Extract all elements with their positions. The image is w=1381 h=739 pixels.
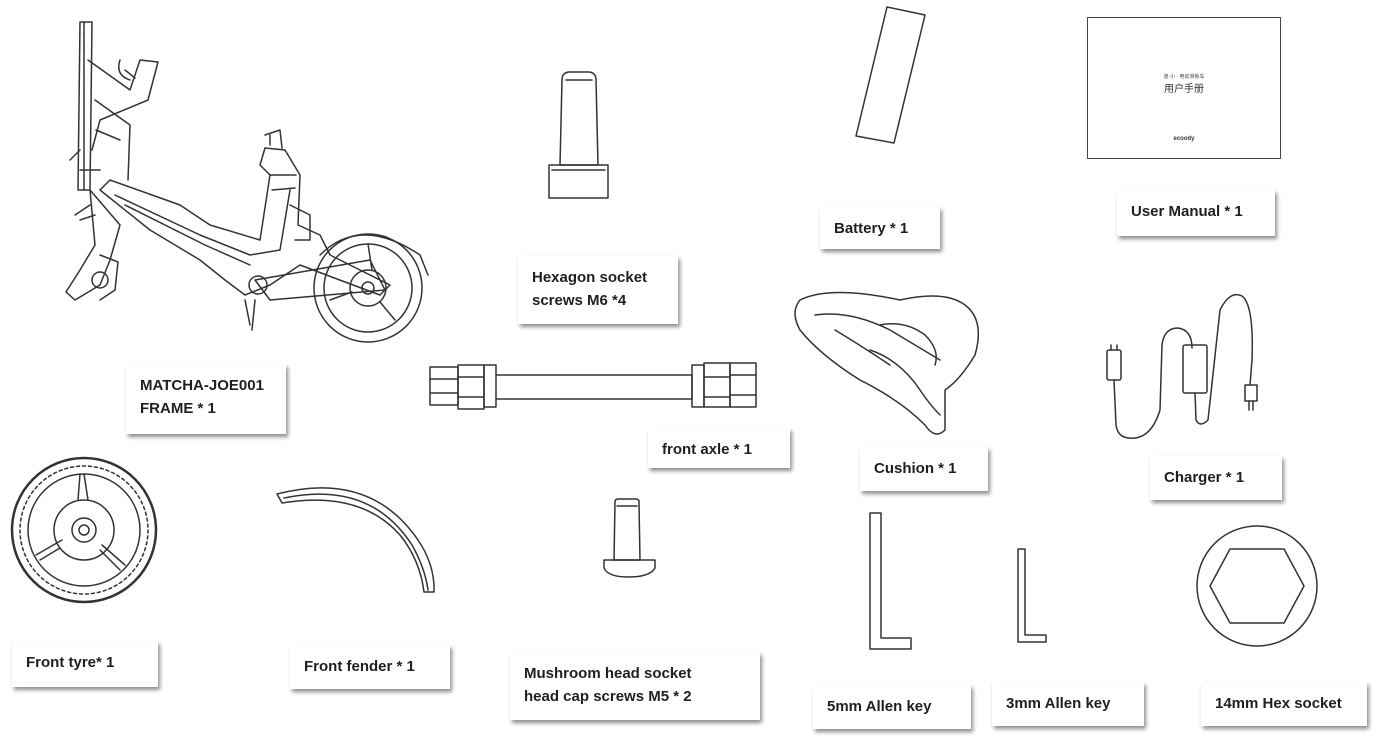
- front-fender-label: Front fender * 1: [290, 645, 450, 689]
- allen-3mm-label: 3mm Allen key: [992, 682, 1144, 726]
- front-fender-drawing: [276, 487, 435, 593]
- manual-title: 用户手册: [1164, 84, 1204, 95]
- hex-screws-label-line1: Hexagon socket: [532, 269, 648, 286]
- allen-key-3mm-drawing: [1017, 548, 1047, 643]
- cushion-label: Cushion * 1: [860, 447, 988, 491]
- mushroom-label-line1: Mushroom head socket: [524, 665, 692, 682]
- battery-label: Battery * 1: [820, 207, 940, 249]
- manual-brand: ecoody: [1173, 136, 1195, 142]
- manual-subtitle: 波·小 · 电动滑板车: [1163, 74, 1205, 80]
- mushroom-label-line2: head cap screws M5 * 2: [524, 688, 692, 705]
- cushion-drawing: [794, 291, 980, 435]
- front-axle-drawing: [429, 362, 757, 410]
- hex-socket-label: 14mm Hex socket: [1201, 682, 1367, 726]
- charger-drawing: [1106, 293, 1258, 439]
- front-tyre-drawing: [10, 456, 158, 604]
- user-manual-label: User Manual * 1: [1117, 190, 1275, 236]
- charger-label: Charger * 1: [1150, 456, 1282, 500]
- battery-drawing: [855, 6, 926, 144]
- mushroom-screws-label: Mushroom head socket head cap screws M5 …: [510, 652, 760, 720]
- front-tyre-label: Front tyre* 1: [12, 641, 158, 687]
- allen-key-5mm-drawing: [869, 512, 912, 650]
- mushroom-screw-drawing: [603, 498, 656, 578]
- allen-5mm-label: 5mm Allen key: [813, 685, 971, 729]
- front-axle-label: front axle * 1: [648, 428, 790, 468]
- hex-screws-label-line2: screws M6 *4: [532, 292, 627, 309]
- user-manual-drawing: 波·小 · 电动滑板车 用户手册 ecoody: [1087, 17, 1281, 159]
- frame-label: MATCHA-JOE001 FRAME * 1: [126, 364, 286, 434]
- hex-screws-label: Hexagon socket screws M6 *4: [518, 256, 678, 324]
- hex-screw-drawing: [548, 71, 609, 199]
- scooter-frame-drawing: [65, 21, 429, 343]
- hex-socket-drawing: [1196, 525, 1318, 647]
- frame-label-line2: FRAME * 1: [140, 400, 216, 417]
- frame-label-line1: MATCHA-JOE001: [140, 377, 264, 394]
